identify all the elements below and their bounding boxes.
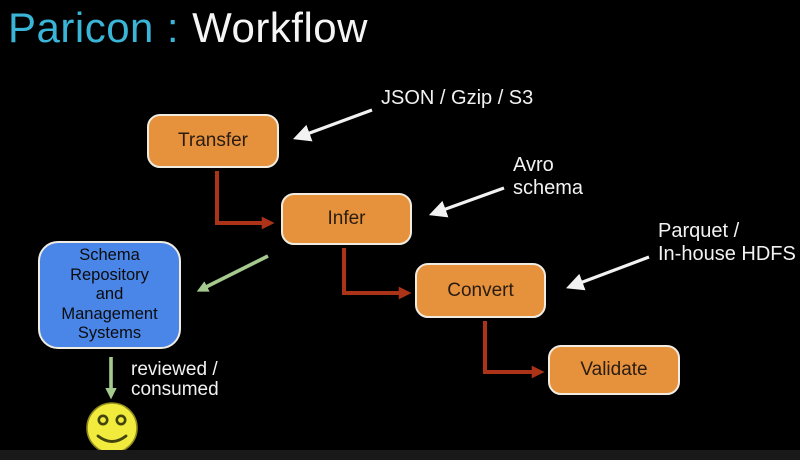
- node-infer-label: Infer: [327, 208, 366, 229]
- node-convert-label: Convert: [447, 279, 514, 301]
- arrow-transfer-to-infer: [215, 171, 275, 230]
- node-transfer-label: Transfer: [177, 130, 249, 151]
- arrow-avro-label-to-infer: [428, 186, 505, 218]
- node-infer: Infer: [281, 193, 412, 245]
- annotation-avro-schema: Avro schema: [513, 154, 584, 199]
- arrow-json-label-to-transfer: [292, 108, 373, 142]
- node-schema-repository: Schema Repository and Management Systems: [38, 241, 181, 349]
- annotation-json-gzip-s3: JSON / Gzip / S3: [381, 87, 534, 109]
- node-transfer: Transfer: [147, 114, 279, 168]
- smiley-face-icon: [86, 402, 138, 454]
- node-validate: Validate: [548, 345, 680, 395]
- annotation-reviewed-consumed: reviewed / consumed: [131, 359, 219, 400]
- node-convert: Convert: [415, 263, 546, 318]
- arrow-parquet-label-to-convert: [566, 255, 650, 291]
- arrow-infer-to-convert: [342, 248, 412, 300]
- title-page: Workflow: [192, 4, 368, 51]
- arrow-infer-to-schema-repository: [196, 254, 269, 292]
- title-separator: :: [166, 4, 180, 51]
- page-title: Paricon : Workflow: [8, 4, 368, 52]
- annotation-parquet-hdfs: Parquet / In-house HDFS: [658, 220, 796, 265]
- arrow-convert-to-validate: [483, 321, 545, 379]
- title-product: Paricon: [8, 4, 154, 51]
- node-schema-repository-label: Schema Repository and Management Systems: [61, 246, 158, 343]
- video-letterbox-strip: [0, 450, 800, 460]
- node-validate-label: Validate: [580, 359, 648, 380]
